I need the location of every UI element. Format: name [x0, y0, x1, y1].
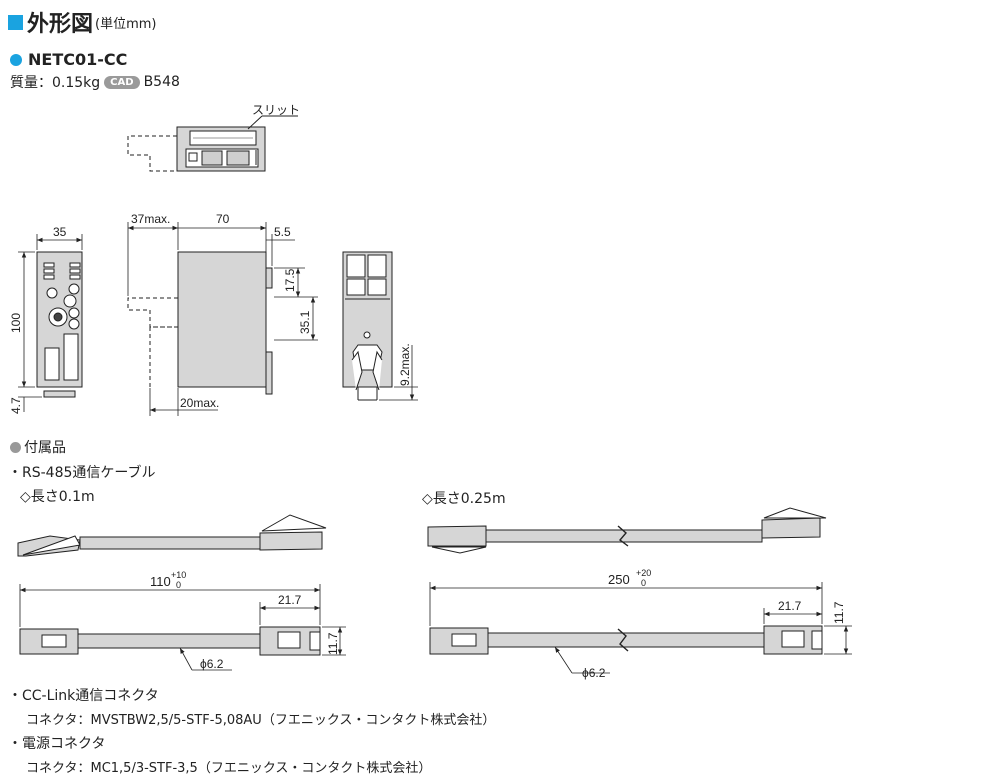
dim-250: 250 — [608, 572, 630, 587]
rear-view — [342, 251, 393, 401]
dim-21-7-a: 21.7 — [278, 593, 302, 607]
cable-a-side — [19, 626, 321, 656]
cclink-title: ・CC-Link通信コネクタ — [8, 688, 159, 704]
length-a: ◇長さ0.1m — [20, 489, 95, 505]
cable-title: ・RS-485通信ケーブル — [8, 465, 156, 481]
dim-17-5: 17.5 — [283, 268, 297, 292]
mass-text: 質量：0.15kg — [10, 75, 101, 91]
tol-250-lower: 0 — [641, 578, 646, 588]
dim-20max: 20max. — [180, 396, 219, 410]
dim-110: 110 — [150, 574, 171, 589]
front-view — [36, 251, 83, 398]
accessories-heading: 付属品 — [10, 437, 66, 457]
dimension-texts: スリット 35 100 4.7 37max. 70 5.5 17.5 35.1 … — [9, 103, 846, 680]
dim-21-7-b: 21.7 — [778, 599, 802, 613]
bullet-gray-dot-icon — [10, 441, 21, 453]
tol-250-upper: +20 — [636, 568, 651, 578]
accessories-heading-text: 付属品 — [24, 440, 66, 456]
bullet-dot-icon — [10, 53, 22, 66]
cad-badge[interactable]: CAD — [104, 75, 140, 89]
cclink-connector: コネクタ：MVSTBW2,5/5-STF-5,08AU（フエニックス・コンタクト… — [26, 713, 496, 728]
dim-35-1: 35.1 — [298, 310, 312, 334]
cable-a-perspective — [17, 514, 327, 557]
dim-phi-a: ϕ6.2 — [200, 657, 224, 671]
length-b: ◇長さ0.25m — [422, 491, 506, 507]
dimension-lines — [18, 222, 418, 416]
model-text: NETC01-CC — [28, 50, 128, 69]
title-unit: (単位mm) — [95, 16, 157, 32]
dim-37max: 37max. — [131, 212, 170, 226]
dim-4-7: 4.7 — [9, 397, 23, 414]
power-title: ・電源コネクタ — [8, 736, 106, 752]
cad-code: B548 — [143, 74, 180, 90]
dim-9-2max: 9.2max. — [398, 343, 412, 386]
tol-110-lower: 0 — [176, 580, 181, 590]
dim-phi-b: ϕ6.2 — [582, 666, 606, 680]
page-title: 外形図 (単位mm) — [8, 6, 157, 38]
mass-row: 質量：0.15kg CAD B548 — [10, 72, 180, 92]
dim-35: 35 — [53, 225, 67, 239]
model-name: NETC01-CC — [10, 50, 127, 69]
top-view — [127, 115, 298, 172]
side-view — [127, 251, 273, 395]
cable-b-perspective — [427, 507, 827, 554]
cable-dimension-lines — [19, 582, 852, 674]
dim-70: 70 — [216, 212, 230, 226]
slit-label: スリット — [252, 103, 300, 117]
dim-100: 100 — [9, 313, 23, 333]
dim-11-7-a: 11.7 — [326, 632, 340, 655]
dim-5-5: 5.5 — [274, 225, 291, 239]
title-text: 外形図 — [27, 12, 94, 37]
dim-11-7-b: 11.7 — [832, 601, 846, 624]
title-square-icon — [8, 14, 23, 30]
power-connector: コネクタ：MC1,5/3-STF-3,5（フエニックス・コンタクト株式会社） — [26, 761, 432, 776]
cable-b-side — [429, 625, 823, 655]
tol-110-upper: +10 — [171, 570, 186, 580]
